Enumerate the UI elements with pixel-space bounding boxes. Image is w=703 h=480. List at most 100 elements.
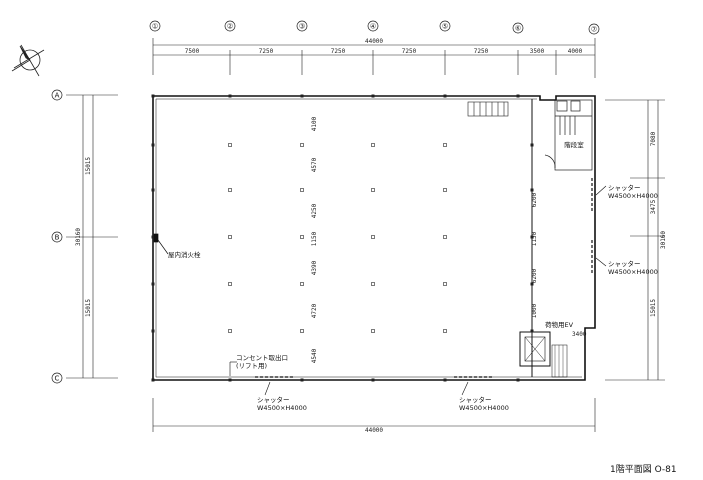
column-marker: [228, 143, 232, 147]
building-outline: [152, 95, 596, 381]
span-3400: 3400: [572, 331, 587, 338]
column-marker: [443, 143, 447, 147]
east-span-2: 1150: [531, 231, 538, 246]
perimeter-column: [443, 94, 447, 98]
east-span-4: 1000: [531, 303, 538, 318]
east-span-1: 6200: [531, 192, 538, 207]
right-span-3: 15015: [650, 299, 657, 317]
column-marker: [371, 188, 375, 192]
stair-room: [544, 99, 593, 171]
column-axes: ① ② ③ ④ ⑤ ⑥ ⑦: [149, 20, 600, 35]
overall-width-bottom: 44000: [365, 427, 383, 434]
perimeter-column: [371, 94, 375, 98]
column-marker: [228, 235, 232, 239]
drawing-title: 1階平面図 O-81: [610, 464, 677, 475]
column-marker: [443, 329, 447, 333]
column-marker: [371, 143, 375, 147]
bottom-dimension: [152, 398, 596, 432]
shutter-bottom-2-label: シャッター: [459, 395, 492, 404]
left-span-upper: 15015: [85, 157, 92, 175]
perimeter-column: [530, 188, 534, 192]
axis-5-label: ⑤: [442, 23, 448, 31]
right-dimension: [605, 99, 665, 381]
int-span-2: 4570: [311, 157, 318, 172]
shutter-bottom-1-size: W4500×H4000: [257, 404, 307, 412]
shutter-right-1-size: W4500×H4000: [608, 192, 658, 200]
span-5: 7250: [474, 48, 489, 55]
fire-hydrant-marker: [153, 233, 169, 255]
perimeter-column: [530, 235, 534, 239]
axis-7-label: ⑦: [591, 26, 597, 34]
column-marker: [228, 329, 232, 333]
perimeter-column: [300, 378, 304, 382]
left-total-dimension: 30160: [75, 228, 82, 246]
column-marker: [371, 235, 375, 239]
perimeter-column: [151, 378, 155, 382]
column-marker: [228, 282, 232, 286]
shutter-bottom-1-label: シャッター: [257, 395, 290, 404]
shutter-bottom-2-size: W4500×H4000: [459, 404, 509, 412]
perimeter-column: [151, 188, 155, 192]
perimeter-column: [371, 378, 375, 382]
column-marker: [443, 188, 447, 192]
perimeter-column: [530, 329, 534, 333]
perimeter-column: [443, 378, 447, 382]
right-span-2: 3475: [650, 199, 657, 214]
perimeter-column: [151, 235, 155, 239]
perimeter-column: [516, 94, 520, 98]
left-span-lower: 15015: [85, 299, 92, 317]
stair-room-label: 階段室: [564, 140, 584, 149]
column-marker: [300, 282, 304, 286]
column-marker: [443, 282, 447, 286]
axis-2-label: ②: [227, 23, 233, 31]
axis-a-label: A: [55, 92, 60, 100]
row-axes: A B C: [51, 89, 63, 384]
int-span-6: 4720: [311, 303, 318, 318]
column-marker: [371, 282, 375, 286]
span-4: 7250: [402, 48, 417, 55]
shutter-right-2-size: W4500×H4000: [608, 268, 658, 276]
north-arrow-icon: [11, 44, 45, 77]
column-marker: [300, 235, 304, 239]
int-span-5: 4390: [311, 260, 318, 275]
freight-elevator: [519, 331, 568, 378]
perimeter-column: [516, 378, 520, 382]
right-shutter-marks: [591, 178, 607, 274]
axis-1-label: ①: [152, 23, 158, 31]
int-span-1: 4100: [311, 116, 318, 131]
outlet-label-line2: (リフト用): [236, 362, 267, 370]
span-2: 7250: [259, 48, 274, 55]
axis-c-label: C: [55, 375, 60, 383]
fire-hydrant-label: 屋内消火栓: [168, 250, 201, 259]
outlet-marker: [229, 361, 237, 376]
perimeter-column: [151, 94, 155, 98]
freight-elevator-label: 荷物用EV: [545, 320, 574, 329]
span-7: 4000: [568, 48, 583, 55]
int-span-3: 4250: [311, 203, 318, 218]
int-span-4: 1150: [311, 231, 318, 246]
axis-3-label: ③: [299, 23, 305, 31]
shutter-right-1-label: シャッター: [608, 183, 641, 192]
perimeter-column: [300, 94, 304, 98]
perimeter-column: [151, 143, 155, 147]
perimeter-column: [228, 378, 232, 382]
column-markers: [151, 94, 534, 382]
small-stair: [467, 101, 509, 117]
span-3: 7250: [331, 48, 346, 55]
east-span-3: 6200: [531, 268, 538, 283]
outlet-label-line1: コンセント取出口: [236, 353, 288, 362]
int-span-7: 4540: [311, 348, 318, 363]
top-dimension: [152, 38, 596, 78]
perimeter-column: [151, 282, 155, 286]
shutter-right-2-label: シャッター: [608, 259, 641, 268]
right-total-dimension: 30160: [660, 231, 667, 249]
span-6: 3500: [530, 48, 545, 55]
axis-b-label: B: [55, 234, 60, 242]
right-span-1: 7080: [650, 131, 657, 146]
column-marker: [443, 235, 447, 239]
column-marker: [300, 329, 304, 333]
perimeter-column: [530, 143, 534, 147]
axis-6-label: ⑥: [515, 25, 521, 33]
perimeter-column: [151, 329, 155, 333]
